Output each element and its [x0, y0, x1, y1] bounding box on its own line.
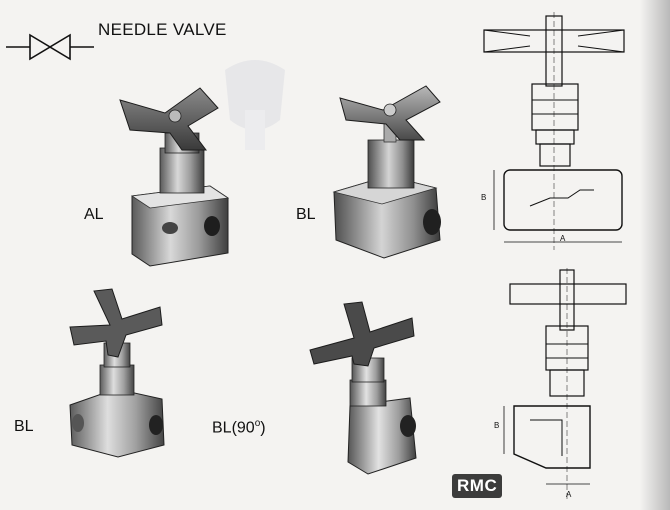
- product-photo-bl-90: [309, 301, 417, 475]
- product-photo-bl-1: [332, 85, 441, 259]
- page-edge-shadow: [640, 0, 670, 510]
- product-photo-al: [119, 87, 230, 267]
- degree-symbol: o: [254, 418, 261, 429]
- product-label-bl-90-text: BL(90: [212, 419, 255, 437]
- product-label-bl-90-close: ): [260, 419, 266, 437]
- needle-valve-symbol-icon: [6, 33, 94, 61]
- brand-stamp: RMC: [452, 474, 503, 498]
- technical-drawing-top: [483, 12, 625, 250]
- dimension-b-bottom: B: [494, 421, 500, 430]
- background-watermark: [225, 60, 285, 150]
- technical-drawing-bottom: [503, 268, 627, 500]
- dimension-a-bottom: A: [566, 490, 572, 499]
- dimension-a-top: A: [560, 234, 566, 243]
- product-label-al: AL: [84, 206, 104, 223]
- dimension-b-top: B: [481, 193, 487, 202]
- product-photo-bl-2: [69, 288, 165, 458]
- product-label-bl-90: BL(90o): [212, 418, 266, 437]
- product-label-bl-1: BL: [296, 206, 316, 223]
- page-title: NEEDLE VALVE: [98, 20, 227, 39]
- product-label-bl-2: BL: [14, 418, 34, 435]
